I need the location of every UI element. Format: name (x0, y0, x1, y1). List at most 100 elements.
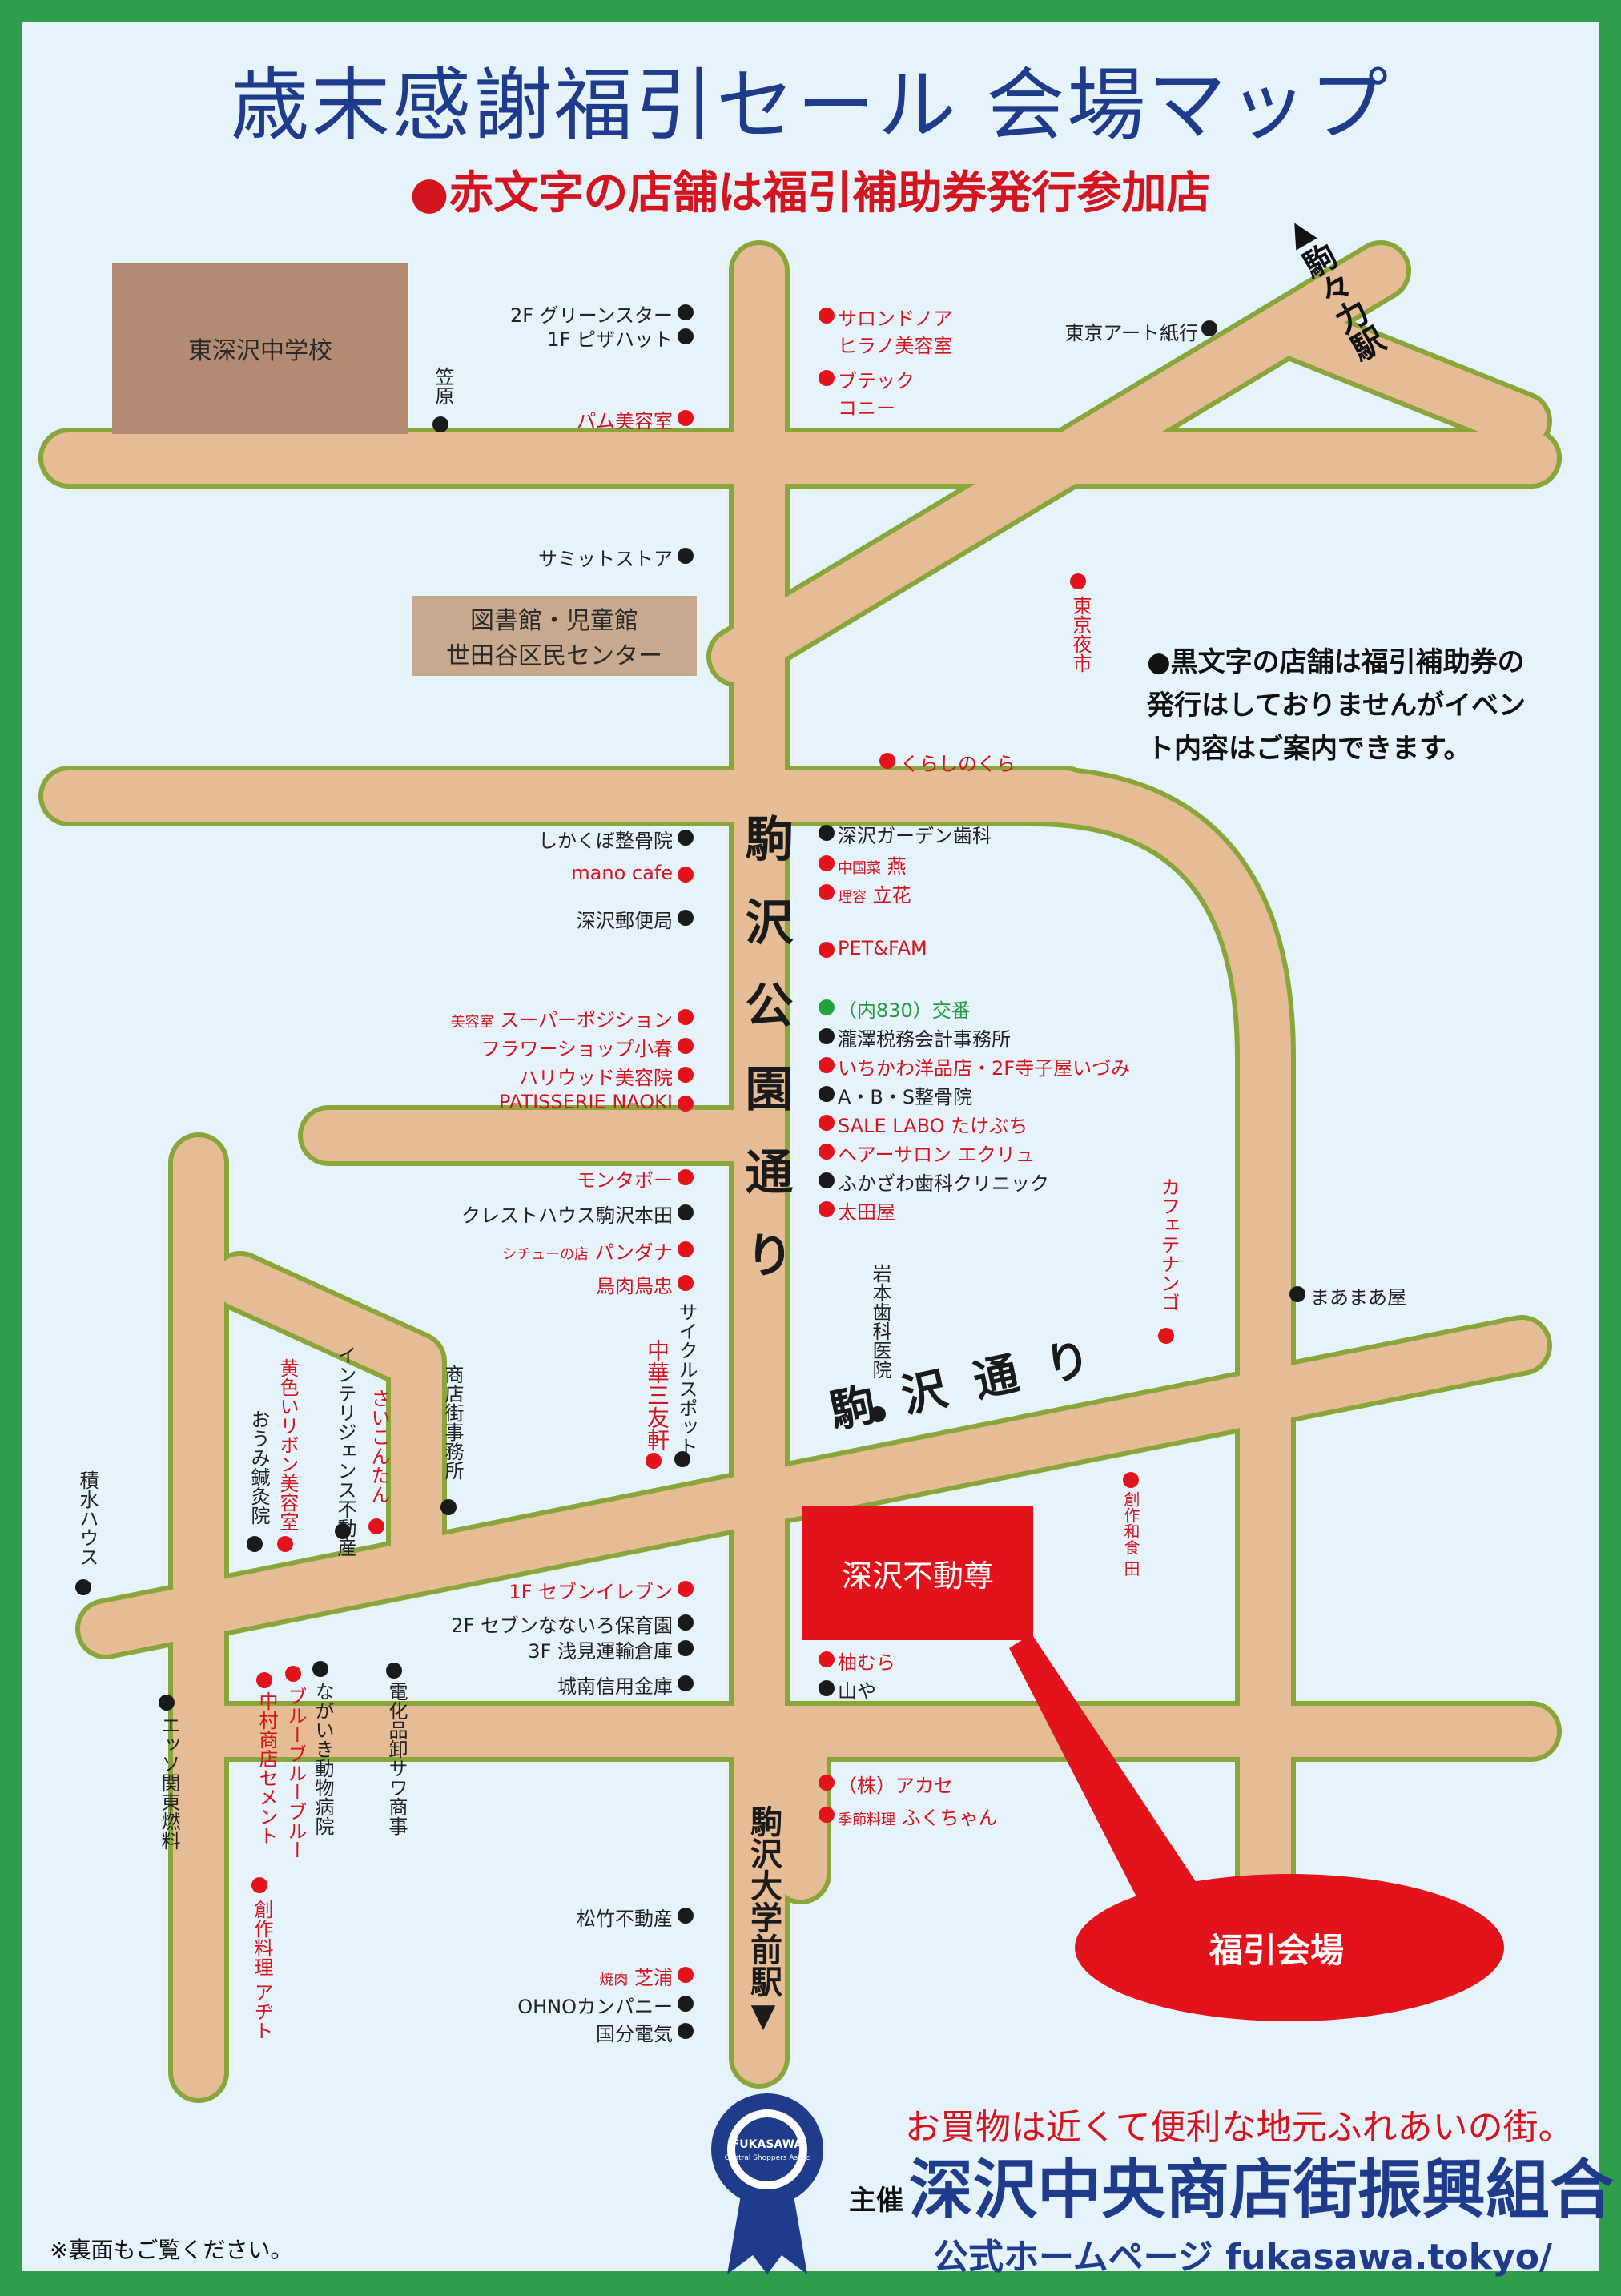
shop-asami: 3F 浅見運輸倉庫 (528, 1640, 673, 1663)
note-line1: ●黒文字の店舗は福引補助券の (1147, 646, 1525, 678)
shop-pamu: パム美容室 (577, 410, 673, 432)
shop-oumi: おうみ鍼灸院 (247, 1409, 270, 1525)
shop-dot (251, 1877, 267, 1893)
shop-tachibana-prefix: 理容 (838, 889, 867, 906)
shop-dot (678, 304, 694, 320)
shop-dot (277, 1536, 293, 1552)
shop-dot (335, 1523, 351, 1539)
komazawa-park-dori-label: 駒沢公園通り (737, 814, 793, 1313)
shop-tachibana-name: 立花 (872, 884, 911, 907)
shop-ichikawa: いちかわ洋品店・2F寺子屋いづみ (838, 1057, 1131, 1080)
shop-kasahara: 笠原 (432, 367, 454, 405)
shop-super: 美容室 スーパーポジション (384, 1004, 673, 1032)
shop-summit: サミットストア (538, 548, 673, 570)
shop-connie: コニー (838, 397, 895, 420)
shop-dot (819, 1144, 835, 1160)
shop-tsubame-prefix: 中国菜 (838, 860, 881, 877)
shop-hirano: ヒラノ美容室 (838, 335, 953, 357)
shop-esso: エッソ関東燃料 (158, 1715, 180, 1850)
shop-panda: シチューの店 パンダナ (384, 1236, 673, 1265)
shop-takizawa: 瀧澤税務会計事務所 (838, 1028, 1011, 1051)
footer-tagline: お買物は近くて便利な地元ふれあいの街。 (905, 2107, 1574, 2148)
shop-dot (368, 1518, 384, 1534)
shop-tsubame: 中国菜 燕 (838, 850, 907, 879)
shop-dot (678, 328, 694, 344)
shop-cafe-nango: カフェテナンゴ (1157, 1177, 1180, 1312)
shop-dot (678, 867, 694, 883)
shop-chuka: 中華三友軒 (644, 1339, 670, 1451)
shop-iwamoto: 岩本歯科医院 (869, 1264, 891, 1379)
shop-dot (674, 1451, 690, 1467)
shop-dot (819, 1651, 835, 1667)
station-south-label: 駒沢大学前駅▼ (745, 1805, 782, 2034)
shop-dot (678, 1614, 694, 1631)
footer-org: 深沢中央商店街振興組合 (909, 2153, 1614, 2227)
shop-dot (386, 1663, 402, 1679)
shop-panda-prefix: シチューの店 (502, 1246, 589, 1263)
shop-dot (678, 1096, 694, 1112)
shop-toriniku: 鳥肉鳥忠 (596, 1275, 673, 1297)
footer-homepage-url[interactable]: fukasawa.tokyo/ (1225, 2237, 1552, 2278)
shop-super-name: スーパーポジション (500, 1009, 673, 1031)
shop-dot (819, 1807, 835, 1823)
shop-dot (247, 1536, 263, 1552)
shop-dot (678, 1204, 694, 1220)
shop-shibaura-name: 芝浦 (634, 1967, 673, 1989)
shop-takebuchi: SALE LABO たけぶち (838, 1115, 1028, 1137)
shop-dot (678, 1908, 694, 1924)
shop-akase: （株）アカセ (838, 1775, 953, 1797)
shop-naoki: PATISSERIE NAOKI (498, 1091, 673, 1113)
shop-dot (1123, 1472, 1139, 1488)
shop-kokubun: 国分電気 (596, 2023, 673, 2045)
shop-super-prefix: 美容室 (450, 1014, 494, 1031)
note-line2: 発行はしておりませんがイベン (1147, 690, 1526, 722)
footer-homepage[interactable]: 公式ホームページ fukasawa.tokyo/ (933, 2228, 1552, 2279)
shop-dot (678, 1275, 694, 1291)
shop-dot (819, 999, 835, 1015)
shop-dot (819, 1115, 835, 1131)
shop-dot (819, 855, 835, 871)
shop-dot (678, 1067, 694, 1083)
shop-dot (285, 1666, 301, 1682)
shop-salon-noa: サロンドノア (838, 308, 953, 330)
shop-shibaura: 焼肉 芝浦 (384, 1962, 673, 1990)
shop-yamaya: 山や (838, 1680, 876, 1703)
school-building: 東深沢中学校 (112, 263, 408, 434)
note-line3: ト内容はご案内できます。 (1147, 733, 1471, 765)
shop-nakamura: 中村商店セメント (255, 1691, 278, 1845)
shop-dot (312, 1661, 328, 1677)
shop-flower: フラワーショップ小春 (481, 1038, 673, 1060)
shop-sosaku-den: 創作和食 田 (1121, 1491, 1140, 1577)
venue-ellipse (1075, 1874, 1504, 2021)
shop-dot (678, 910, 694, 926)
shop-ohtaya: 太田屋 (838, 1201, 895, 1224)
shop-tokyo-art: 東京アート紙行 (1064, 322, 1198, 344)
shop-matsutake: 松竹不動産 (577, 1908, 673, 1930)
shop-dot (678, 548, 694, 564)
shop-yuzumura: 柚むら (838, 1651, 895, 1674)
shop-petfam: PET&FAM (838, 937, 927, 959)
shop-dot (678, 1241, 694, 1257)
shop-dot (1201, 320, 1217, 336)
shop-dot (678, 830, 694, 846)
shop-dot (646, 1453, 662, 1469)
footer-org-label: 主催 (849, 2185, 903, 2217)
shop-interi: インテリジェンス不動産 (334, 1345, 356, 1557)
shop-fukuchan: 季節料理 ふくちゃん (838, 1802, 998, 1830)
shop-tsubame-name: 燕 (887, 855, 907, 878)
shop-garden: 深沢ガーデン歯科 (838, 825, 992, 847)
shop-dot (678, 1640, 694, 1656)
shop-ecru: ヘアーサロン エクリュ (838, 1144, 1035, 1166)
shop-shotengai: 商店街事務所 (441, 1365, 464, 1480)
shop-abs: A・B・S整骨院 (838, 1086, 973, 1108)
shop-sekisui: 積水ハウス (76, 1470, 99, 1566)
library-line2: 世田谷区民センター (446, 642, 662, 670)
shop-dot (678, 1996, 694, 2012)
shop-dot (1070, 573, 1086, 589)
shop-dot (819, 1201, 835, 1217)
shop-koban: （内830）交番 (838, 999, 971, 1022)
shop-post: 深沢郵便局 (577, 910, 673, 932)
shop-dot (256, 1672, 272, 1688)
